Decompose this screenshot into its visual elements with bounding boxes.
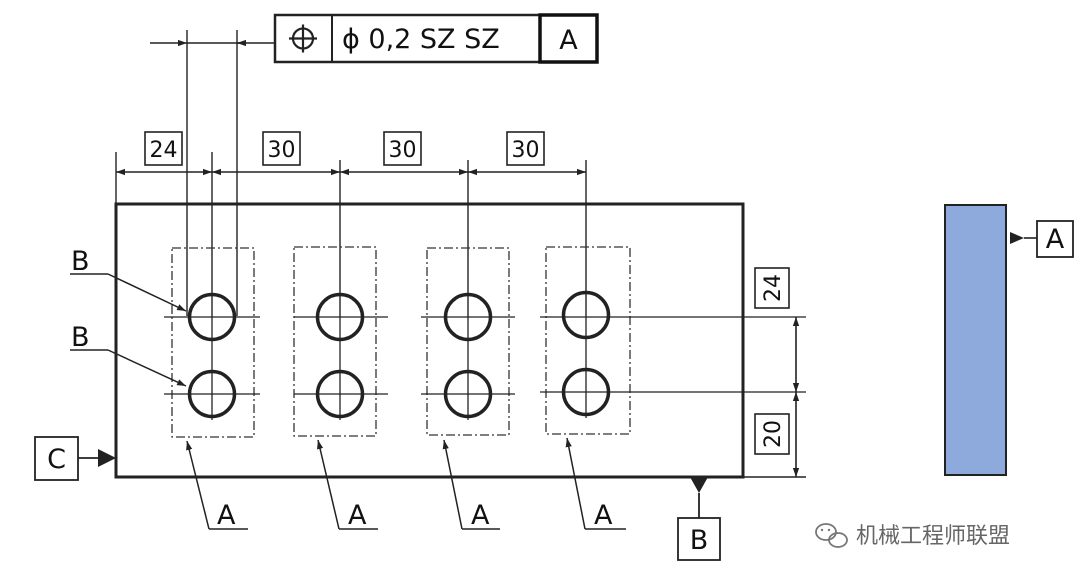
dim-label-v24: 24 <box>761 274 786 302</box>
label-a-4: A <box>594 500 613 531</box>
datum-b-label: B <box>690 525 709 556</box>
datum-b-triangle-icon <box>690 477 708 493</box>
watermark-text: 机械工程师联盟 <box>856 524 1010 549</box>
hole-top-3 <box>443 292 493 342</box>
datum-b: B <box>677 477 721 561</box>
datum-a-label: A <box>1046 224 1065 255</box>
frame-tolerance-text: ϕ 0,2 SZ SZ <box>342 24 500 55</box>
dim-label-30-third: 30 <box>512 138 540 163</box>
label-a-1: A <box>217 500 236 531</box>
tolerance-zone-2 <box>293 246 377 437</box>
label-a-2: A <box>348 500 367 531</box>
label-a-3: A <box>471 500 490 531</box>
hole-top-2 <box>315 292 365 342</box>
frame-datum-text: A <box>559 25 578 56</box>
hole-bottom-3 <box>443 369 493 419</box>
part-outline <box>114 202 745 479</box>
watermark: 机械工程师联盟 <box>815 523 1010 549</box>
datum-c-box <box>34 436 79 481</box>
datum-c: C <box>34 436 116 481</box>
wechat-icon <box>815 523 848 548</box>
hole-position-lines <box>186 204 587 316</box>
dim-label-30-second: 30 <box>389 138 417 163</box>
datum-a-triangle-icon <box>1010 232 1024 244</box>
tolerance-zone-3 <box>426 247 510 436</box>
hole-top-1 <box>187 292 237 342</box>
dim-label-30-first: 30 <box>268 138 296 163</box>
datum-a-box <box>1036 220 1074 258</box>
side-view-block <box>944 204 1007 476</box>
label-b-upper: B <box>71 246 90 277</box>
frame-border <box>273 13 599 64</box>
tolerance-zone-1 <box>171 247 255 438</box>
datum-b-box <box>677 517 721 561</box>
label-b-lower: B <box>71 322 90 353</box>
hole-top-4 <box>561 290 611 340</box>
side-view: A <box>944 204 1074 476</box>
hole-bottom-4 <box>561 367 611 417</box>
dim-label-v20: 20 <box>761 420 786 448</box>
a-leaders: A A A A <box>186 437 626 531</box>
dim-label-24: 24 <box>150 138 178 163</box>
frame-datum-box <box>538 13 599 64</box>
tolerance-zone-4 <box>545 246 631 435</box>
datum-c-label: C <box>47 444 66 475</box>
hole-bottom-2 <box>315 369 365 419</box>
holes <box>164 290 806 420</box>
datum-c-triangle-icon <box>98 449 116 467</box>
vertical-dimensions: 24 20 <box>743 267 806 478</box>
b-leaders: B B <box>70 246 187 387</box>
position-icon <box>289 24 317 53</box>
hole-bottom-1 <box>187 369 237 419</box>
tolerance-zones <box>171 246 631 438</box>
feature-control-frame: ϕ 0,2 SZ SZ A <box>273 13 599 64</box>
